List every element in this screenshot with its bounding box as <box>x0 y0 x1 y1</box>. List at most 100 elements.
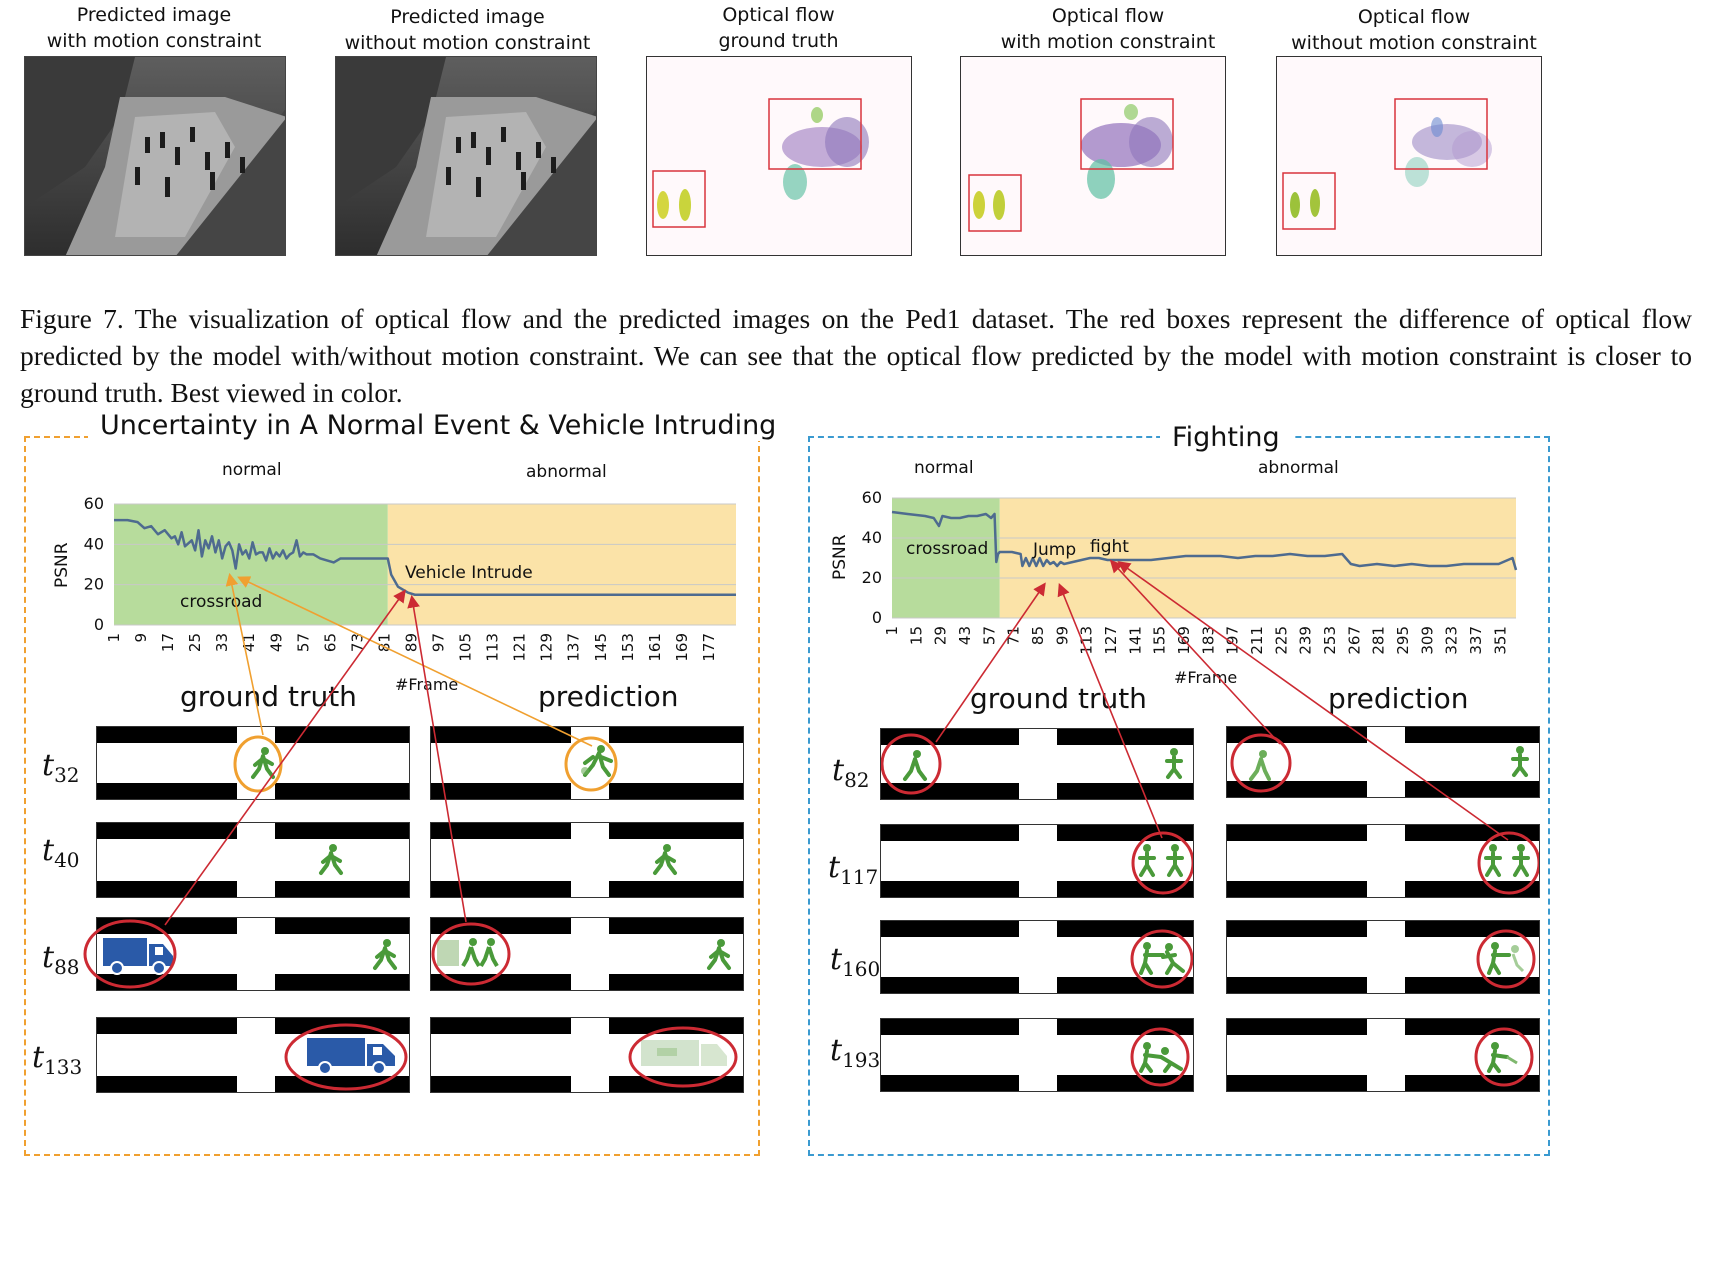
label-line: Optical flow <box>1051 5 1165 27</box>
time-subscript: 40 <box>54 848 80 872</box>
predicted-image-without-constraint <box>335 56 597 256</box>
right-pred-scene-t193 <box>1226 1018 1540 1092</box>
left-prediction-head: prediction <box>538 680 679 713</box>
x-tick-label: 145 <box>592 633 610 662</box>
right-pred-scene-t117 <box>1226 824 1540 898</box>
arrow <box>225 572 264 736</box>
highlight-circle <box>1477 831 1539 895</box>
arrow <box>407 594 467 923</box>
x-tick-label: 161 <box>646 633 664 662</box>
crosswalk <box>1367 921 1405 993</box>
x-tick-label: 211 <box>1248 626 1266 655</box>
right-panel-title: Fighting <box>1160 422 1292 453</box>
arrow <box>1117 561 1509 841</box>
x-tick-label: 9 <box>132 633 150 643</box>
label-line: Predicted image <box>76 4 232 26</box>
y-tick-label: 60 <box>862 488 882 507</box>
highlight-circle <box>1474 1027 1534 1087</box>
left-region-abnormal-label: abnormal <box>526 462 607 482</box>
optical-flow-with-constraint <box>960 56 1226 256</box>
right-row-label-2: t117 <box>828 850 878 889</box>
x-tick-label: 33 <box>213 633 231 652</box>
left-row-label-2: t40 <box>42 833 80 872</box>
label-line: with motion constraint <box>1000 31 1216 53</box>
psnr-series-line <box>114 518 736 596</box>
fighting-pedestrians-blurred-icon <box>1487 1042 1518 1073</box>
arrow <box>164 589 406 926</box>
time-symbol: t <box>828 850 841 885</box>
time-symbol: t <box>42 940 55 975</box>
x-tick-label: 295 <box>1394 626 1412 655</box>
highlight-circle <box>564 736 618 792</box>
time-subscript: 82 <box>844 768 870 792</box>
truck-icon <box>103 938 173 975</box>
left-annotation-crossroad: crossroad <box>180 592 263 612</box>
fighting-pedestrians-blurred-icon <box>1487 942 1525 975</box>
x-tick-label: 105 <box>457 633 475 662</box>
x-tick-label: 1 <box>105 633 123 643</box>
two-pedestrians-icon <box>1138 844 1184 877</box>
time-symbol: t <box>32 1040 45 1075</box>
pedestrian-scene-image <box>25 57 285 255</box>
x-tick-label: 99 <box>1053 626 1071 645</box>
pedestrian-walking-icon <box>653 844 677 875</box>
optical-flow-image <box>968 98 1174 232</box>
x-tick-label: 127 <box>1102 626 1120 655</box>
arrow <box>935 582 1046 743</box>
column-label-3: Optical flow ground truth <box>646 2 911 54</box>
arrow <box>1057 583 1163 839</box>
right-row-label-1: t82 <box>832 753 870 792</box>
x-tick-label: 17 <box>159 633 177 652</box>
crosswalk <box>1019 921 1057 993</box>
time-subscript: 117 <box>840 865 879 889</box>
optical-flow-ground-truth <box>646 56 912 256</box>
left-annotation-vehicle-intrude: Vehicle Intrude <box>405 563 533 583</box>
truck-icon <box>307 1038 395 1075</box>
optical-flow-image <box>652 98 869 228</box>
y-tick-label: 0 <box>94 615 104 634</box>
left-pred-scene-t32 <box>430 726 744 800</box>
x-tick-label: 225 <box>1272 626 1290 655</box>
x-tick-label: 71 <box>1005 626 1023 645</box>
crosswalk <box>571 1018 609 1092</box>
time-subscript: 193 <box>842 1048 881 1072</box>
predicted-image-with-constraint <box>24 56 286 256</box>
y-tick-label: 40 <box>862 528 882 547</box>
x-tick-label: 121 <box>511 633 529 662</box>
fighting-pedestrians-icon <box>1139 1042 1183 1073</box>
right-gt-scene-t82 <box>880 728 1194 800</box>
arrow <box>1109 559 1281 745</box>
right-xlabel: #Frame <box>1174 668 1238 687</box>
x-tick-label: 153 <box>619 633 637 662</box>
x-tick-label: 137 <box>565 633 583 662</box>
x-tick-label: 73 <box>348 633 366 652</box>
x-tick-label: 89 <box>402 633 420 652</box>
column-label-5: Optical flow without motion constraint <box>1276 4 1552 56</box>
x-tick-label: 97 <box>430 633 448 652</box>
pedestrian-blurred-icon <box>1249 750 1271 781</box>
pedestrian-walking-icon <box>373 939 397 970</box>
blurred-truck-icon <box>641 1040 727 1066</box>
x-tick-label: 113 <box>484 633 502 662</box>
left-pred-scene-t40 <box>430 822 744 898</box>
x-tick-label: 15 <box>907 626 925 645</box>
x-tick-label: 253 <box>1321 626 1339 655</box>
pedestrian-walking-icon <box>319 844 343 875</box>
x-tick-label: 113 <box>1078 626 1096 655</box>
figure-caption: Figure 7. The visualization of optical f… <box>20 303 1692 408</box>
region-background-1 <box>387 504 736 625</box>
label-line: without motion constraint <box>344 32 591 54</box>
x-tick-label: 169 <box>673 633 691 662</box>
left-row-label-1: t32 <box>42 748 80 787</box>
right-gt-scene-t193 <box>880 1018 1194 1092</box>
right-prediction-head: prediction <box>1328 682 1469 715</box>
optical-flow-image <box>1282 98 1492 230</box>
left-gt-scene-t32 <box>96 726 410 800</box>
x-tick-label: 309 <box>1418 626 1436 655</box>
time-symbol: t <box>832 753 845 788</box>
highlight-circle <box>1476 929 1536 989</box>
column-label-4: Optical flow with motion constraint <box>960 3 1256 55</box>
crosswalk <box>1019 1019 1057 1091</box>
time-subscript: 32 <box>54 763 80 787</box>
x-tick-label: 29 <box>932 626 950 645</box>
